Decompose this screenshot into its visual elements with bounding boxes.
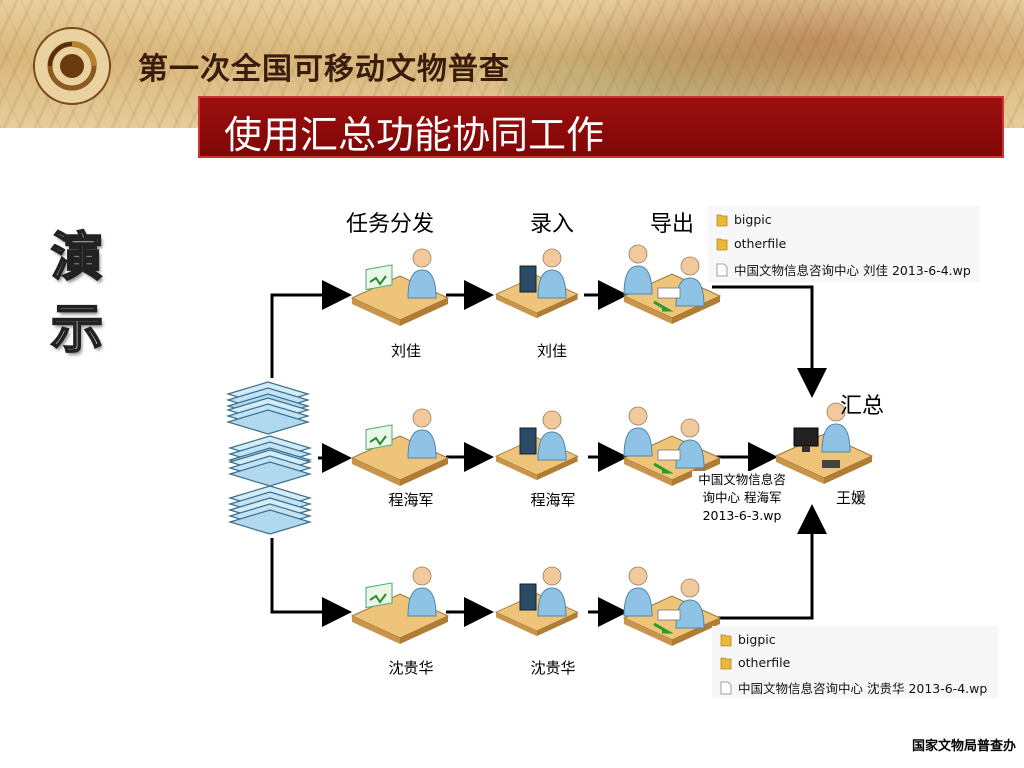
file-row[interactable]: bigpic [720,632,776,647]
slide-title-bar: 使用汇总功能协同工作 [198,96,1004,158]
file-row[interactable]: bigpic [716,212,772,227]
merge-person: 王媛 [835,489,866,507]
dispatch-person-3: 沈贵华 [388,659,434,677]
dispatch-station-1 [351,248,449,327]
footer-organization: 国家文物局普查办 [911,739,1016,754]
file-listing-bottom: bigpic otherfile 中国文物信息咨询中心 沈贵华 2013-6-4… [712,626,998,698]
folder-icon [716,214,728,226]
branch-connectors [270,280,827,627]
brand-title: 第一次全国可移动文物普查 [138,52,510,87]
entry-station-3 [495,566,579,637]
stage-dispatch-label: 任务分发 [346,212,435,237]
header-banner: 第一次全国可移动文物普查 [0,0,1024,128]
stage-entry-label: 录入 [530,212,575,237]
file-listing-top: bigpic otherfile 中国文物信息咨询中心 刘佳 2013-6-4.… [708,206,980,282]
export-station-2 [623,406,721,487]
file-name: otherfile [734,236,787,251]
middle-file-note: 中国文物信息咨 询中心 程海军 2013-6-3.wp [692,471,792,525]
export-station-1 [623,244,721,325]
file-name: 中国文物信息咨询中心 刘佳 2013-6-4.wp [734,263,971,278]
dispatch-station-2 [351,408,449,487]
dispatch-person-2: 程海军 [388,491,434,509]
folder-icon [720,657,732,669]
entry-station-2 [495,410,579,481]
file-row[interactable]: otherfile [716,236,786,251]
file-name: bigpic [738,632,776,647]
file-icon [720,681,732,694]
heritage-logo [33,27,111,105]
folder-icon [720,634,732,646]
entry-person-3: 沈贵华 [530,659,576,677]
demo-vertical-label: 演 示 [42,222,112,366]
note-line: 2013-6-3.wp [702,508,782,523]
demo-char-1: 演 [50,226,104,289]
entry-person-1: 刘佳 [536,342,567,360]
note-line: 询中心 程海军 [702,490,782,505]
file-row[interactable]: 中国文物信息咨询中心 沈贵华 2013-6-4.wp [720,678,987,697]
entry-person-2: 程海军 [530,491,576,509]
dispatch-person-1: 刘佳 [390,342,421,360]
stage-merge-label: 汇总 [840,394,885,419]
entry-station-1 [495,248,579,319]
slide-title: 使用汇总功能协同工作 [224,113,605,157]
folder-icon [716,238,728,250]
note-line: 中国文物信息咨 [698,472,786,487]
dispatch-station-3 [351,566,449,645]
demo-char-2: 示 [50,298,104,361]
file-name: bigpic [734,212,772,227]
file-row[interactable]: 中国文物信息咨询中心 刘佳 2013-6-4.wp [716,260,971,279]
file-name: 中国文物信息咨询中心 沈贵华 2013-6-4.wp [738,681,988,696]
stage-export-label: 导出 [650,212,695,237]
export-station-3 [623,566,721,647]
file-name: otherfile [738,655,791,670]
source-documents [227,381,311,535]
file-row[interactable]: otherfile [720,655,790,670]
merge-station [775,402,873,485]
file-icon [716,263,728,276]
